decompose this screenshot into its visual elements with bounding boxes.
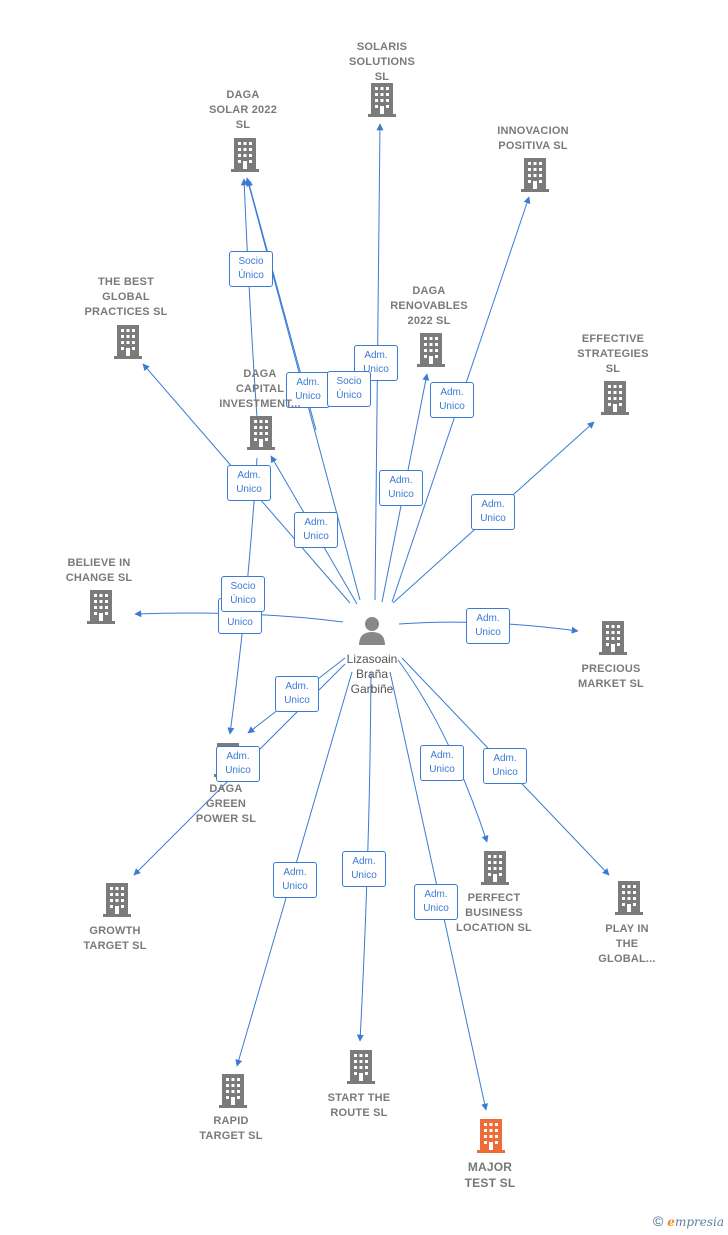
edge-role-label[interactable]: Socio Único: [221, 576, 265, 612]
building-icon[interactable]: [615, 881, 643, 915]
company-label-innovacion[interactable]: INNOVACION POSITIVA SL: [497, 125, 569, 152]
edge-role-label[interactable]: Adm. Unico: [294, 512, 338, 548]
building-icon[interactable]: [477, 1119, 505, 1153]
company-label-precious[interactable]: PRECIOUS MARKET SL: [578, 663, 644, 690]
building-icon[interactable]: [247, 416, 275, 450]
edge-role-label[interactable]: Adm. Unico: [430, 382, 474, 418]
edge-role-label[interactable]: Adm. Unico: [286, 372, 330, 408]
edge-role-label[interactable]: Adm. Unico: [342, 851, 386, 887]
edge-perfect: [397, 659, 489, 843]
brand-name: mpresia: [674, 1215, 724, 1229]
edge-role-label[interactable]: Socio Único: [229, 251, 273, 287]
company-label-best_global[interactable]: THE BEST GLOBAL PRACTICES SL: [84, 276, 168, 318]
building-icon[interactable]: [521, 158, 549, 192]
company-label-believe[interactable]: BELIEVE IN CHANGE SL: [65, 557, 133, 584]
edge-role-label[interactable]: Adm. Unico: [471, 494, 515, 530]
company-label-growth[interactable]: GROWTH TARGET SL: [83, 925, 147, 952]
edges-layer: [133, 123, 610, 1111]
company-label-major[interactable]: MAJOR TEST SL: [464, 1160, 516, 1190]
building-icon[interactable]: [481, 851, 509, 885]
building-icon[interactable]: [114, 325, 142, 359]
building-icon[interactable]: [347, 1050, 375, 1084]
building-icon[interactable]: [231, 138, 259, 172]
company-label-daga_capital[interactable]: DAGA CAPITAL INVESTMENT...: [219, 368, 301, 410]
brand-initial: e: [667, 1215, 675, 1229]
edge-role-label[interactable]: Adm. Unico: [275, 676, 319, 712]
building-icon[interactable]: [601, 381, 629, 415]
building-icon[interactable]: [219, 1074, 247, 1108]
building-icon[interactable]: [103, 883, 131, 917]
edge-role-label[interactable]: Socio Único: [327, 371, 371, 407]
person-name[interactable]: Lizasoain Braña Garbiñe: [346, 652, 398, 696]
building-icon[interactable]: [417, 333, 445, 367]
nodes-layer: [87, 83, 643, 1153]
edge-role-label[interactable]: Adm. Unico: [483, 748, 527, 784]
company-label-solaris[interactable]: SOLARIS SOLUTIONS SL: [349, 41, 415, 83]
company-label-start[interactable]: START THE ROUTE SL: [327, 1092, 391, 1119]
company-label-perfect[interactable]: PERFECT BUSINESS LOCATION SL: [456, 892, 532, 934]
edge-role-label[interactable]: Adm. Unico: [420, 745, 464, 781]
company-label-effective[interactable]: EFFECTIVE STRATEGIES SL: [577, 333, 649, 375]
edge-daga_solar: [240, 178, 259, 433]
edge-role-label[interactable]: Adm. Unico: [354, 345, 398, 381]
building-icon[interactable]: [368, 83, 396, 117]
edge-role-label[interactable]: Adm. Unico: [227, 465, 271, 501]
edge-role-label[interactable]: Adm. Unico: [216, 746, 260, 782]
building-icon[interactable]: [599, 621, 627, 655]
edge-role-label[interactable]: Adm. Unico: [379, 470, 423, 506]
company-label-play[interactable]: PLAY IN THE GLOBAL...: [598, 923, 656, 965]
company-label-daga_green[interactable]: DAGA GREEN POWER SL: [195, 783, 257, 825]
edge-role-label[interactable]: Adm. Unico: [414, 884, 458, 920]
edge-role-label[interactable]: Adm. Unico: [466, 608, 510, 644]
company-label-rapid[interactable]: RAPID TARGET SL: [199, 1115, 263, 1142]
company-label-daga_solar[interactable]: DAGA SOLAR 2022 SL: [208, 89, 278, 131]
brand-watermark: ©empresia: [653, 1213, 724, 1229]
company-label-daga_renov[interactable]: DAGA RENOVABLES 2022 SL: [390, 285, 468, 327]
edge-role-label[interactable]: Adm. Unico: [273, 862, 317, 898]
copyright-symbol: ©: [652, 1213, 664, 1229]
building-icon[interactable]: [87, 590, 115, 624]
person-icon[interactable]: [359, 617, 385, 645]
